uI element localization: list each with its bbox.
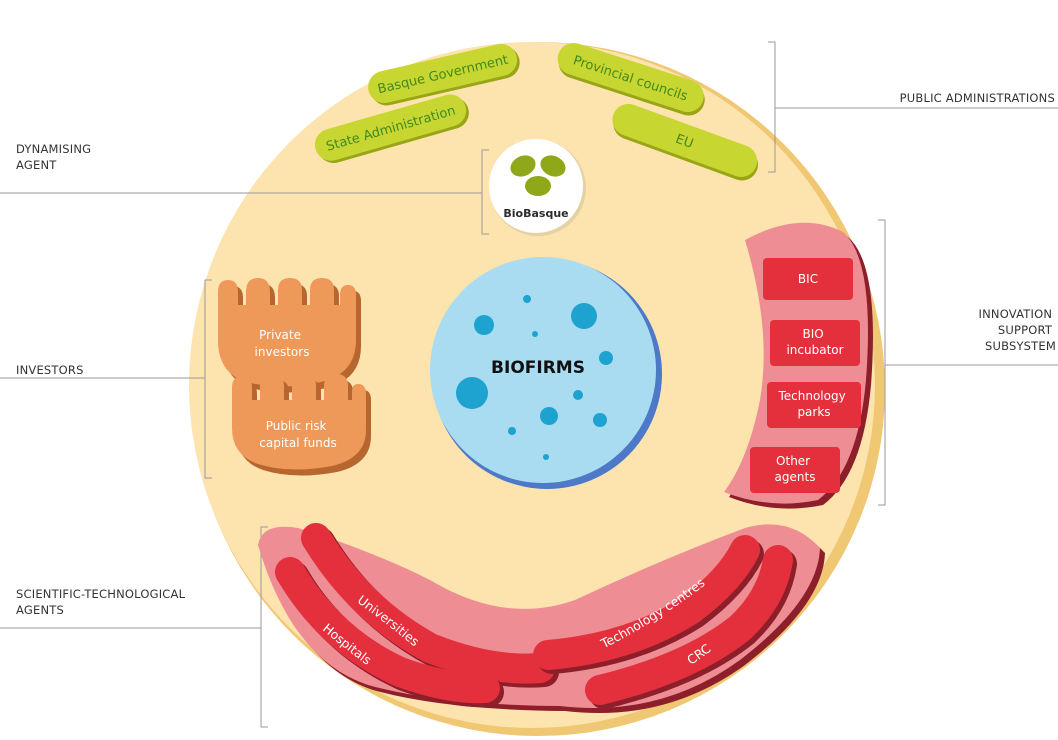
label-public-administrations: PUBLIC ADMINISTRATIONS [900, 91, 1055, 105]
band-hospitals [275, 557, 504, 708]
label-dynamising-agent: DYNAMISING AGENT [16, 142, 95, 172]
biobasque-logo: BioBasque [489, 139, 586, 236]
connector-lines [0, 41, 1058, 728]
biofirms-core: BIOFIRMS [430, 257, 662, 489]
box-technology-parks: Technology parks [767, 382, 861, 428]
svg-text:BIO incubator: BIO incubator [786, 327, 843, 357]
box-other-agents: Other agents [750, 447, 840, 493]
svg-text:BIC: BIC [798, 272, 818, 286]
band-technology-centres [533, 535, 764, 674]
bracket-innovation [878, 219, 886, 506]
svg-text:Technology parks: Technology parks [777, 389, 849, 419]
box-bio-incubator: BIO incubator [770, 320, 860, 366]
investor-private-shape [218, 278, 361, 393]
bracket-investors [204, 279, 212, 479]
label-investors: INVESTORS [16, 363, 84, 377]
band-universities [301, 523, 559, 688]
svg-text:EU: EU [673, 132, 695, 152]
svg-text:Other agents: Other agents [775, 454, 816, 484]
leaf-icon [510, 155, 536, 177]
label-scientific-technological: SCIENTIFIC-TECHNOLOGICAL AGENTS [16, 587, 189, 617]
bracket-public-admin [768, 41, 776, 173]
bracket-dynamising [481, 149, 489, 235]
label-innovation-support: INNOVATION SUPPORT SUBSYSTEM [979, 307, 1056, 353]
pill-eu: EU [612, 103, 759, 181]
leaf-icon [525, 176, 551, 196]
pill-state-administration: State Administration [314, 94, 469, 164]
core-label: BIOFIRMS [491, 358, 585, 378]
logo-text: BioBasque [503, 207, 568, 220]
investor-public-label: Public risk capital funds [259, 419, 336, 450]
leaf-icon [540, 155, 566, 177]
box-bic: BIC [763, 258, 853, 300]
band-crc [585, 545, 797, 709]
core-spots [456, 295, 613, 460]
investor-public-shape [232, 374, 371, 476]
bracket-scitech [260, 526, 268, 728]
investor-private-label: Private investors [255, 328, 310, 359]
